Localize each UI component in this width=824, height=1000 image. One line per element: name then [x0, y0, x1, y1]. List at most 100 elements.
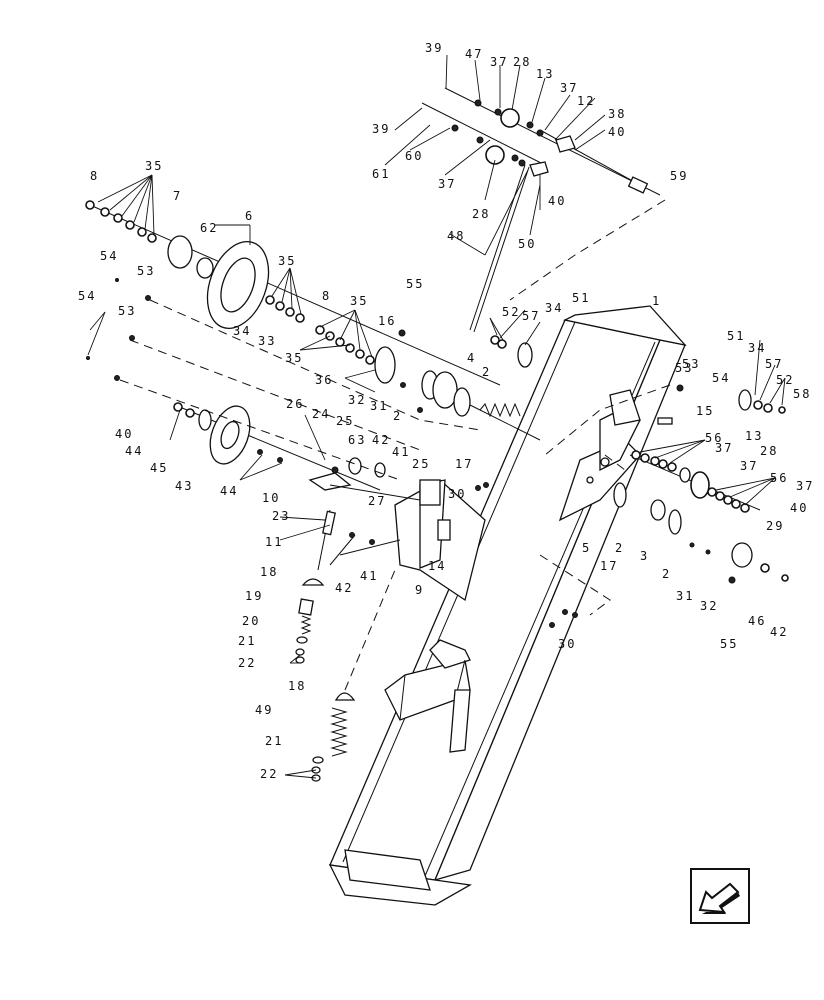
part-label: 41 — [360, 569, 378, 583]
part-label: 12 — [577, 94, 595, 108]
part-label: 50 — [518, 237, 536, 251]
part-label: 2 — [482, 365, 491, 379]
alignment-lines — [119, 199, 671, 691]
part-label: 52 — [776, 373, 794, 387]
part-label: 2 — [615, 541, 624, 555]
part-label: 37 — [796, 479, 814, 493]
part-label: 42 — [372, 433, 390, 447]
part-label: 13 — [745, 429, 763, 443]
part-label: 59 — [670, 169, 688, 183]
part-label: 25 — [336, 414, 354, 428]
part-label: 57 — [765, 357, 783, 371]
part-label: 16 — [378, 314, 396, 328]
part-label: 52 — [502, 305, 520, 319]
part-label: 42 — [770, 625, 788, 639]
part-label: 62 — [200, 221, 218, 235]
part-label: 29 — [766, 519, 784, 533]
part-label: 22 — [260, 767, 278, 781]
part-label: 38 — [608, 107, 626, 121]
part-label: 26 — [286, 397, 304, 411]
part-label: 1 — [652, 294, 661, 308]
part-label: 28 — [760, 444, 778, 458]
part-label: 28 — [472, 207, 490, 221]
part-label: 34 — [748, 341, 766, 355]
part-label: 19 — [245, 589, 263, 603]
part-label: 47 — [465, 47, 483, 61]
part-label: 32 — [348, 393, 366, 407]
part-label: 37 — [438, 177, 456, 191]
part-label: 13 — [536, 67, 554, 81]
part-label: 51 — [572, 291, 590, 305]
tension-arm-rod — [317, 509, 401, 571]
part-label: 17 — [600, 559, 618, 573]
part-label: 37 — [740, 459, 758, 473]
part-label: 7 — [173, 189, 182, 203]
part-label: 8 — [322, 289, 331, 303]
part-label: 34 — [233, 324, 251, 338]
part-label: 40 — [115, 427, 133, 441]
part-label: 31 — [676, 589, 694, 603]
part-label: 48 — [447, 229, 465, 243]
part-label: 18 — [288, 679, 306, 693]
middle-spring-shaft — [469, 335, 541, 441]
part-label: 60 — [405, 149, 423, 163]
part-label: 39 — [425, 41, 443, 55]
part-label: 22 — [238, 656, 256, 670]
lower-spring-assembly — [311, 692, 356, 782]
part-label: 35 — [145, 159, 163, 173]
part-label: 36 — [315, 373, 333, 387]
right-bracket-plates — [558, 389, 641, 522]
nav-arrow-button[interactable] — [690, 868, 750, 924]
part-label: 3 — [640, 549, 649, 563]
part-label: 51 — [727, 329, 745, 343]
part-label: 45 — [150, 461, 168, 475]
part-label: 53 — [682, 357, 700, 371]
top-shaft-assembly — [421, 87, 661, 333]
part-label: 15 — [696, 404, 714, 418]
part-label: 40 — [548, 194, 566, 208]
part-label: 56 — [770, 471, 788, 485]
part-label: 54 — [712, 371, 730, 385]
part-label: 14 — [428, 559, 446, 573]
part-label: 21 — [265, 734, 283, 748]
part-label: 25 — [412, 457, 430, 471]
part-label: 5 — [582, 541, 591, 555]
part-label: 41 — [392, 445, 410, 459]
part-label: 21 — [238, 634, 256, 648]
part-label: 2 — [393, 409, 402, 423]
part-label: 44 — [220, 484, 238, 498]
part-label: 54 — [100, 249, 118, 263]
part-label: 39 — [372, 122, 390, 136]
part-labels: 39 47 37 28 13 37 12 38 40 39 60 61 37 2… — [78, 41, 814, 781]
upper-spring-assembly — [295, 578, 325, 664]
part-label: 24 — [312, 407, 330, 421]
idler-pulley-group — [173, 402, 441, 506]
arrow-left-down-icon — [698, 882, 740, 914]
part-label: 31 — [370, 399, 388, 413]
part-label: 10 — [262, 491, 280, 505]
part-label: 56 — [705, 431, 723, 445]
part-label: 54 — [78, 289, 96, 303]
part-label: 37 — [715, 441, 733, 455]
part-label: 4 — [467, 351, 476, 365]
leader-lines — [87, 54, 786, 779]
part-label: 30 — [448, 487, 466, 501]
part-label: 35 — [278, 254, 296, 268]
part-label: 17 — [455, 457, 473, 471]
part-label: 23 — [272, 509, 290, 523]
part-label: 6 — [245, 209, 254, 223]
part-label: 32 — [700, 599, 718, 613]
part-label: 11 — [265, 535, 283, 549]
hopper-bracket — [384, 639, 471, 753]
part-label: 40 — [790, 501, 808, 515]
part-label: 61 — [372, 167, 390, 181]
part-label: 2 — [662, 567, 671, 581]
part-label: 30 — [558, 637, 576, 651]
part-label: 57 — [522, 309, 540, 323]
part-label: 53 — [675, 361, 693, 375]
part-label: 28 — [513, 55, 531, 69]
part-label: 55 — [720, 637, 738, 651]
part-label: 53 — [137, 264, 155, 278]
right-bearing-assembly — [613, 384, 789, 584]
